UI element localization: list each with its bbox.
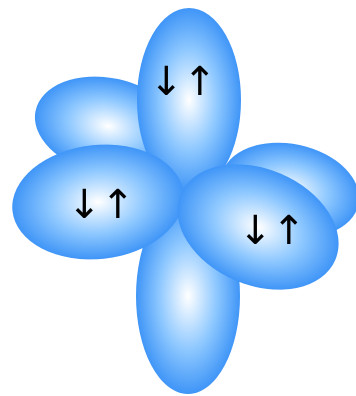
right-lobe-spin-pair: ↓↑ xyxy=(238,208,305,254)
left-lobe-spin-pair: ↓↑ xyxy=(67,182,134,228)
top-lobe-spin-pair: ↓↑ xyxy=(149,59,216,105)
